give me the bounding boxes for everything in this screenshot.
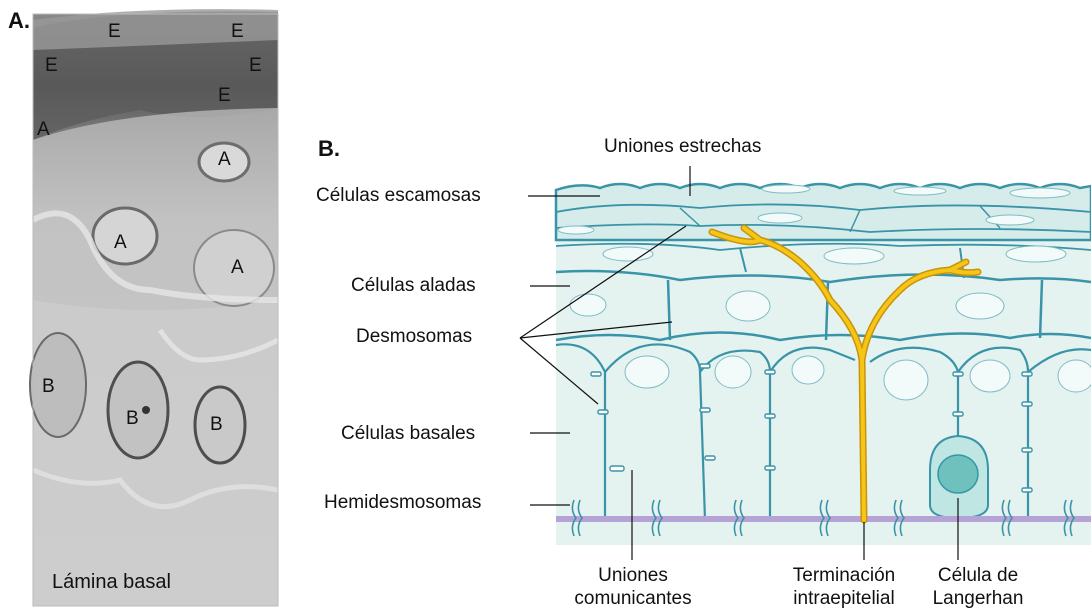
squamous-cells-label: Células escamosas bbox=[316, 186, 481, 205]
gap-junctions-label: Uniones comunicantes bbox=[556, 565, 710, 611]
gap-junctions-line-1: Uniones bbox=[556, 565, 710, 588]
tight-junctions-label: Uniones estrechas bbox=[604, 137, 761, 156]
langerhans-nucleus bbox=[938, 455, 978, 493]
langerhans-label: Célula de Langerhan bbox=[918, 565, 1038, 611]
desmosomes-label: Desmosomas bbox=[356, 327, 472, 346]
langerhans-line-2: Langerhan bbox=[918, 588, 1038, 611]
hemidesmosomes-label: Hemidesmosomas bbox=[324, 493, 481, 512]
gap-junctions-line-2: comunicantes bbox=[556, 588, 710, 611]
nerve-ending-line-2: intraepitelial bbox=[776, 588, 912, 611]
nerve-ending-line-1: Terminación bbox=[776, 565, 912, 588]
winged-cells-label: Células aladas bbox=[351, 276, 476, 295]
nerve-ending-label: Terminación intraepitelial bbox=[776, 565, 912, 611]
basal-cells-label: Células basales bbox=[341, 424, 475, 443]
langerhans-line-1: Célula de bbox=[918, 565, 1038, 588]
